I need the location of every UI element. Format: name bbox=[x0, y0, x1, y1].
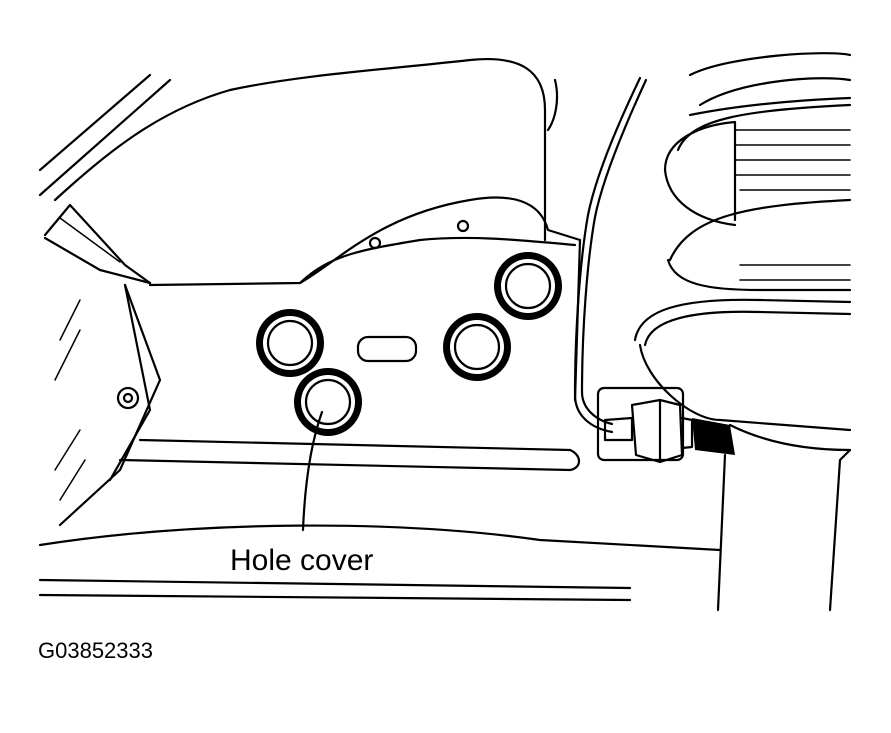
figure-id: G03852333 bbox=[38, 638, 153, 663]
upper-panel bbox=[148, 58, 582, 287]
hole-cover-upper-left bbox=[256, 309, 324, 377]
brake-hose bbox=[573, 76, 735, 464]
lower-panel bbox=[38, 238, 722, 602]
hole-cover-group bbox=[256, 252, 562, 436]
coil-spring bbox=[633, 52, 852, 612]
hole-cover-upper-right bbox=[494, 252, 562, 320]
hole-cover-right bbox=[443, 313, 511, 381]
body-contour-left bbox=[38, 73, 232, 285]
hole-cover-lower bbox=[294, 368, 362, 436]
callout-leader-line bbox=[301, 410, 324, 532]
hole-cover-label: Hole cover bbox=[230, 544, 373, 577]
